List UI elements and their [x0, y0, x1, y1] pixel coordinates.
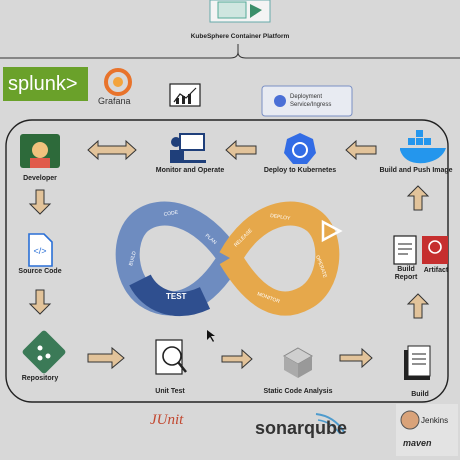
jenkins-text: Jenkins [421, 416, 449, 425]
arrow-developer-monitor [87, 139, 137, 161]
build-report-icon [393, 235, 417, 265]
loop-label-code: CODE [163, 209, 179, 218]
arrow-image-to-deploy [345, 139, 377, 161]
deployment-text: Deployment Service/Ingress [290, 94, 332, 108]
deploy-label: Deploy to Kubernetes [263, 167, 337, 174]
svg-text:</>: </> [33, 246, 46, 256]
loop-right [219, 201, 340, 316]
arrow-deploy-to-monitor [225, 139, 257, 161]
arrow-report-to-image [406, 185, 430, 211]
sonarqube-text: sonarqube [255, 418, 348, 438]
unit-test-icon [155, 339, 187, 375]
unit-test-label: Unit Test [155, 388, 185, 395]
loop-left-test [129, 273, 211, 317]
devops-loop [115, 201, 343, 317]
developer-icon [20, 134, 60, 168]
loop-label-build: BUILD [128, 250, 138, 266]
build-push-label: Build and Push Image [379, 167, 453, 174]
repository-label: Repository [21, 375, 59, 382]
kubernetes-icon [284, 133, 316, 164]
arrow-source-to-repo [28, 289, 52, 315]
loop-label-deploy: DEPLOY [270, 213, 292, 222]
operator-icon [170, 133, 206, 163]
platform-title: KubeSphere Container Platform [190, 33, 290, 40]
sonarqube-wave-icon [315, 413, 345, 435]
jenkins-box [396, 404, 458, 456]
artifact-icon [422, 236, 448, 264]
arrow-build-to-report [406, 293, 430, 319]
platform-connector [0, 44, 460, 59]
artifact-label: Artifact [423, 267, 449, 274]
docker-icon [400, 130, 446, 164]
build-icon [404, 345, 431, 380]
arrows [28, 139, 430, 370]
monitor-label: Monitor and Operate [155, 167, 225, 174]
static-analysis-icon [282, 347, 314, 378]
developer-label: Developer [23, 175, 57, 182]
mouse-cursor [207, 330, 215, 342]
kubesphere-icon [209, 0, 271, 23]
build-report-label: Build Report [394, 266, 418, 281]
metrics-icon [169, 83, 201, 107]
grafana-text: Grafana [98, 96, 131, 106]
static-analysis-label: Static Code Analysis [263, 388, 333, 395]
grafana-logo [104, 68, 132, 96]
git-icon [22, 330, 66, 374]
junit-text: JUnit [150, 412, 184, 428]
deployment-service-box [261, 85, 353, 117]
arrow-test-to-static [221, 348, 253, 370]
loop-label-test: TEST [166, 292, 187, 301]
arrow-developer-to-source [28, 189, 52, 215]
source-code-icon: </> [28, 233, 53, 267]
maven-text: maven [403, 438, 432, 448]
source-code-label: Source Code [18, 268, 62, 275]
play-icon [321, 219, 343, 243]
build-label: Build [411, 391, 429, 398]
splunk-logo [3, 67, 88, 101]
arrow-static-to-build [339, 347, 373, 369]
splunk-text: splunk> [8, 73, 78, 95]
arrow-repo-to-test [87, 346, 125, 370]
